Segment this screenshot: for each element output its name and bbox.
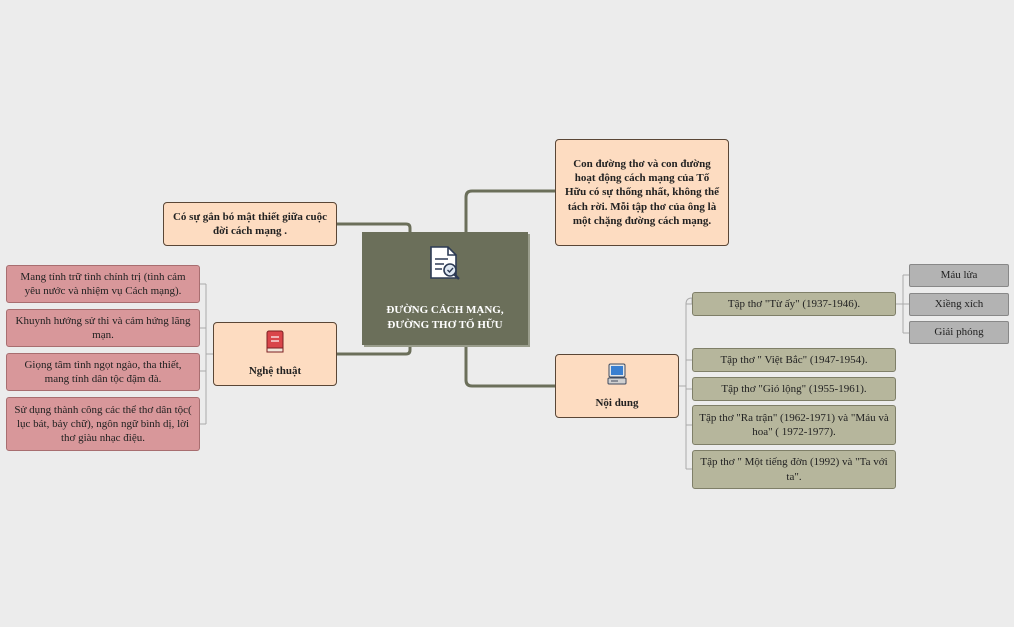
noi-dung-item-text: Tập thơ " Việt Bắc" (1947-1954). [720,353,868,366]
central-title-line-1: ĐƯỜNG CÁCH MẠNG, [386,304,504,317]
nghe-thuat-item[interactable]: Sử dụng thành công các thể thơ dân tộc( … [6,397,200,451]
branch-nghe-thuat-label: Nghệ thuật [248,365,302,377]
branch-noi-dung-label: Nội dung [595,397,639,409]
nghe-thuat-item-text: Mang tính trữ tình chính trị (tình cảm y… [20,270,186,297]
nghe-thuat-item-text: Khuynh hướng sử thi và cảm hứng lãng mạn… [15,314,191,341]
noi-dung-item[interactable]: Tập thơ "Từ ấy" (1937-1946). [692,292,896,316]
tu-ay-child[interactable]: Máu lửa [909,264,1009,287]
noi-dung-item[interactable]: Tập thơ " Việt Bắc" (1947-1954). [692,348,896,372]
noi-dung-item-text: Tập thơ "Từ ấy" (1937-1946). [727,297,861,310]
computer-icon [606,362,628,390]
noi-dung-item-text: Tập thơ "Gió lộng" (1955-1961). [721,382,867,395]
topic-poetry-revolution-unity-text: Con đường thơ và con đường hoạt động các… [564,157,720,227]
topic-life-revolution-bond[interactable]: Có sự gắn bó mật thiết giữa cuộc đời các… [163,202,337,246]
central-title-line-2: ĐƯỜNG THƠ TỐ HỮU [387,318,503,331]
nghe-thuat-item[interactable]: Mang tính trữ tình chính trị (tình cảm y… [6,265,200,303]
red-book-icon [265,330,285,358]
tu-ay-child-text: Xiềng xích [934,298,984,311]
branch-nghe-thuat[interactable]: Nghệ thuật [213,322,337,386]
document-search-icon [428,245,462,287]
noi-dung-item[interactable]: Tập thơ "Gió lộng" (1955-1961). [692,377,896,401]
noi-dung-item-text: Tập thơ "Ra trận" (1962-1971) và "Máu và… [699,411,889,438]
nghe-thuat-item[interactable]: Giọng tâm tình ngọt ngào, tha thiết, man… [6,353,200,391]
nghe-thuat-item-text: Giọng tâm tình ngọt ngào, tha thiết, man… [24,358,182,385]
tu-ay-child[interactable]: Xiềng xích [909,293,1009,316]
noi-dung-item-text: Tập thơ " Một tiếng đờn (1992) và "Ta vớ… [700,456,888,483]
nghe-thuat-item[interactable]: Khuynh hướng sử thi và cảm hứng lãng mạn… [6,309,200,347]
topic-poetry-revolution-unity[interactable]: Con đường thơ và con đường hoạt động các… [555,139,729,246]
tu-ay-child-text: Giải phóng [934,326,984,339]
noi-dung-item[interactable]: Tập thơ "Ra trận" (1962-1971) và "Máu và… [692,405,896,445]
branch-noi-dung[interactable]: Nội dung [555,354,679,418]
nghe-thuat-item-text: Sử dụng thành công các thể thơ dân tộc( … [14,403,192,445]
noi-dung-item[interactable]: Tập thơ " Một tiếng đờn (1992) và "Ta vớ… [692,450,896,489]
tu-ay-child[interactable]: Giải phóng [909,321,1009,344]
tu-ay-child-text: Máu lửa [940,269,978,282]
topic-life-revolution-bond-text: Có sự gắn bó mật thiết giữa cuộc đời các… [172,210,328,237]
central-topic[interactable]: ĐƯỜNG CÁCH MẠNG, ĐƯỜNG THƠ TỐ HỮU [362,232,528,345]
